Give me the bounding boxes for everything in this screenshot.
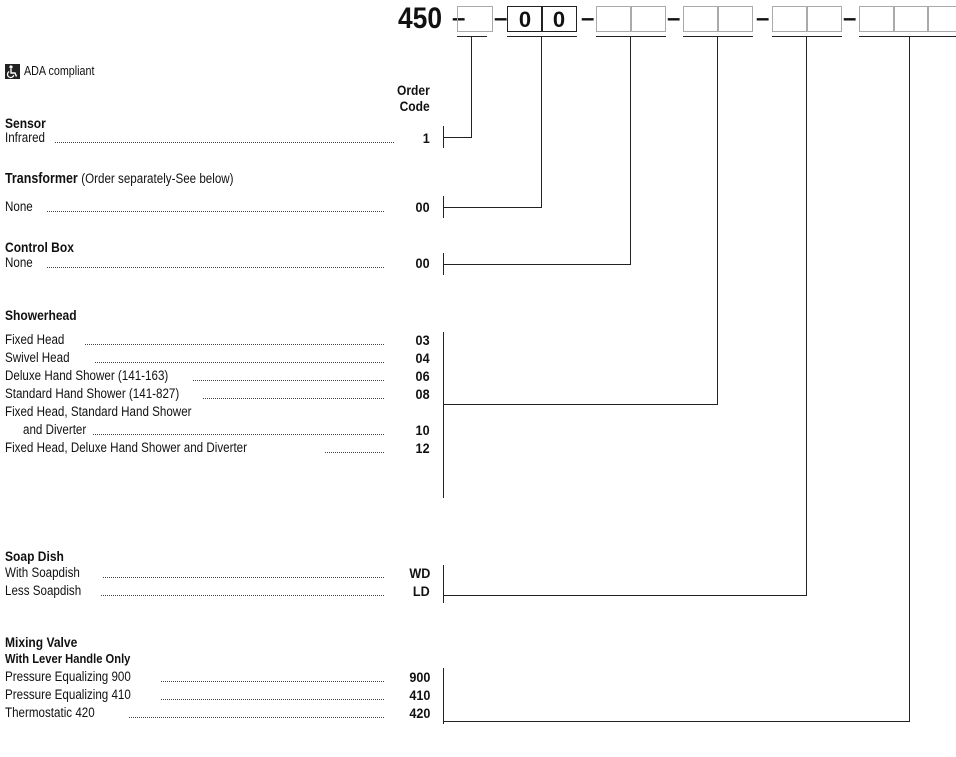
connector-bracket-mixing-valve	[443, 668, 444, 724]
option-code: LD	[413, 583, 430, 599]
connector-bracket-soap-dish	[443, 565, 444, 603]
section-title-soap-dish: Soap Dish	[5, 548, 64, 564]
option-code: 06	[415, 368, 430, 384]
option-fixed-head: Fixed Head 03	[5, 332, 430, 348]
section-note-transformer: (Order separately-See below)	[81, 171, 234, 186]
soap-dish-code-underline	[772, 36, 842, 37]
connector-drop-soap-dish	[806, 37, 807, 596]
soap-dish-code-box[interactable]	[806, 6, 842, 32]
transformer-code-box: 0	[541, 6, 577, 32]
option-code: 10	[415, 422, 430, 438]
option-infrared: Infrared 1	[5, 130, 430, 146]
connector-drop-control-box	[630, 37, 631, 265]
mixing-valve-code-box[interactable]	[893, 6, 929, 32]
option-fixed-deluxe-diverter: Fixed Head, Deluxe Hand Shower and Diver…	[5, 440, 430, 456]
option-standard-hand-shower: Standard Hand Shower (141-827) 08	[5, 386, 430, 402]
transformer-digit: 0	[518, 7, 532, 32]
model-prefix: 450	[398, 2, 443, 35]
section-title-mixing-valve: Mixing Valve	[5, 634, 78, 650]
option-code: 00	[415, 255, 430, 271]
transformer-digit: 0	[552, 7, 566, 32]
section-title-sensor: Sensor	[5, 115, 46, 131]
connector-line-soap-dish	[443, 595, 806, 596]
showerhead-code-box[interactable]	[683, 6, 719, 32]
connector-line-showerhead	[443, 404, 717, 405]
option-thermostatic-420: Thermostatic 420 420	[5, 705, 430, 721]
option-fixed-standard-diverter-line1: Fixed Head, Standard Hand Shower	[5, 404, 192, 419]
showerhead-code-underline	[683, 36, 753, 37]
separator-dash: –	[843, 5, 857, 32]
option-code: 1	[422, 130, 430, 146]
option-with-soapdish: With Soapdish WD	[5, 565, 430, 581]
separator-dash: –	[452, 5, 466, 32]
connector-drop-sensor	[471, 37, 472, 138]
control-box-code-box[interactable]	[596, 6, 632, 32]
control-box-code-underline	[596, 36, 666, 37]
transformer-code-box: 0	[507, 6, 543, 32]
option-pressure-equalizing-900: Pressure Equalizing 900 900	[5, 669, 430, 685]
section-title-showerhead: Showerhead	[5, 307, 77, 323]
option-fixed-standard-diverter: and Diverter 10	[23, 422, 430, 438]
option-code: 03	[415, 332, 430, 348]
connector-drop-transformer	[541, 37, 542, 208]
option-transformer-none: None 00	[5, 199, 430, 215]
mixing-valve-code-box[interactable]	[927, 6, 956, 32]
order-code-header: Order Code	[397, 82, 430, 114]
connector-line-control-box	[443, 264, 630, 265]
connector-line-mixing-valve	[443, 721, 909, 722]
showerhead-code-box[interactable]	[717, 6, 753, 32]
option-code: WD	[409, 565, 430, 581]
section-subtitle-mixing-valve: With Lever Handle Only	[5, 651, 131, 666]
option-code: 08	[415, 386, 430, 402]
separator-dash: –	[667, 5, 681, 32]
option-swivel-head: Swivel Head 04	[5, 350, 430, 366]
order-code-header-line1: Order	[397, 82, 430, 98]
mixing-valve-code-box[interactable]	[859, 6, 895, 32]
option-code: 900	[408, 669, 430, 685]
separator-dash: –	[581, 5, 595, 32]
connector-drop-showerhead	[717, 37, 718, 405]
transformer-code-underline	[507, 36, 577, 37]
option-code: 410	[408, 687, 430, 703]
order-code-header-line2: Code	[399, 98, 430, 114]
connector-bracket-showerhead	[443, 332, 444, 498]
ada-label: ADA compliant	[24, 64, 95, 78]
section-title-control-box: Control Box	[5, 239, 74, 255]
option-deluxe-hand-shower: Deluxe Hand Shower (141-163) 06	[5, 368, 430, 384]
connector-drop-mixing-valve	[909, 37, 910, 722]
option-code: 04	[415, 350, 430, 366]
control-box-code-box[interactable]	[630, 6, 666, 32]
connector-line-sensor	[443, 137, 471, 138]
sensor-code-box[interactable]	[457, 6, 493, 32]
wheelchair-icon	[5, 64, 20, 79]
option-less-soapdish: Less Soapdish LD	[5, 583, 430, 599]
connector-line-transformer	[443, 207, 541, 208]
separator-dash: –	[494, 5, 508, 32]
option-code: 420	[408, 705, 430, 721]
section-title-transformer: Transformer (Order separately-See below)	[5, 171, 234, 187]
option-control-box-none: None 00	[5, 255, 430, 271]
mixing-valve-code-underline	[859, 36, 956, 37]
sensor-code-underline	[457, 36, 487, 37]
option-code: 00	[415, 199, 430, 215]
soap-dish-code-box[interactable]	[772, 6, 808, 32]
option-code: 12	[415, 440, 430, 456]
separator-dash: –	[756, 5, 770, 32]
option-pressure-equalizing-410: Pressure Equalizing 410 410	[5, 687, 430, 703]
